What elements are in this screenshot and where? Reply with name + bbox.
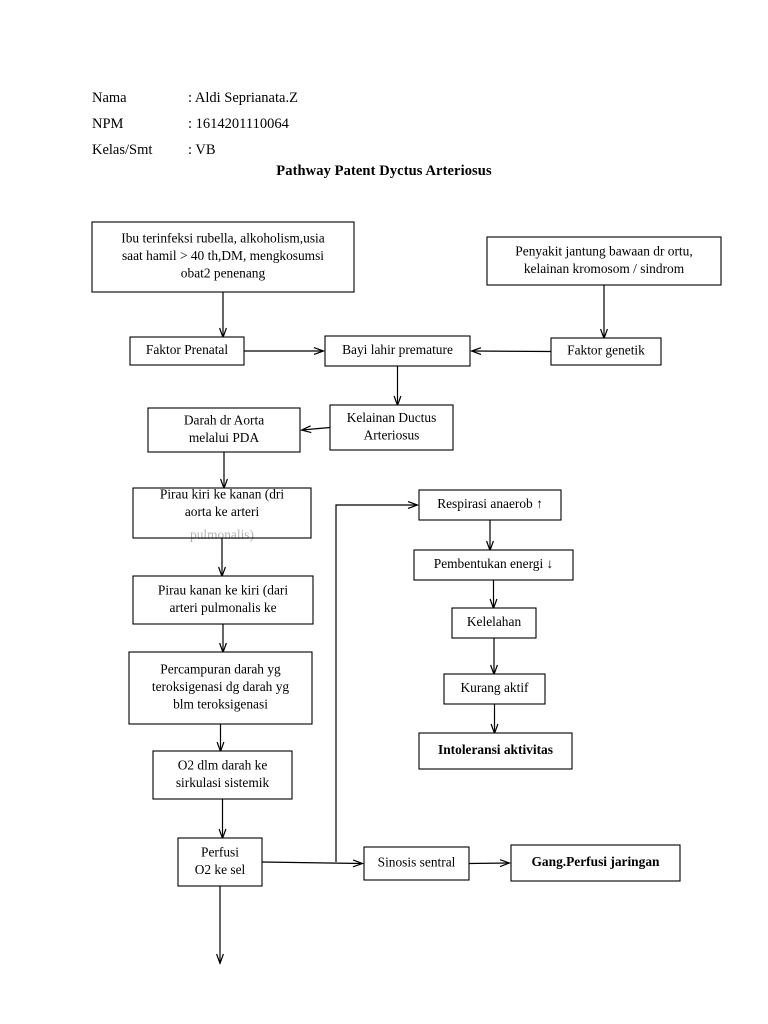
identity-row-npm: NPM : 1614201110064 <box>92 111 522 137</box>
node-label-line: Sinosis sentral <box>378 855 456 870</box>
identity-label-nama: Nama <box>92 90 127 106</box>
identity-value-npm: : 1614201110064 <box>188 116 289 132</box>
flow-node-gangperfusi: Gang.Perfusi jaringan <box>510 844 681 882</box>
node-label-line: Pirau kiri ke kanan (dri <box>160 487 284 502</box>
node-label-line: Pembentukan energi ↓ <box>434 556 554 571</box>
edge-kelainan-darah <box>302 428 331 431</box>
node-label-line: blm teroksigenasi <box>173 697 268 712</box>
node-label-line: sirkulasi sistemik <box>176 775 270 790</box>
node-label-line: arteri pulmonalis ke <box>169 600 276 615</box>
flow-node-piraukiri: Pirau kiri ke kanan (dri aorta ke arteri p… <box>132 487 312 542</box>
node-box <box>132 487 312 539</box>
node-box <box>177 837 263 887</box>
flow-node-darah: Darah dr Aorta melalui PDA <box>147 407 301 453</box>
node-box <box>510 844 681 882</box>
node-label-line: Kurang aktif <box>460 680 529 695</box>
flow-node-penyakit: Penyakit jantung bawaan dr ortu, kelainan… <box>486 236 722 286</box>
node-box <box>486 236 722 286</box>
node-box <box>152 750 293 800</box>
flow-node-piraukanan: Pirau kanan ke kiri (dari arteri pulmonal… <box>132 575 314 625</box>
node-box <box>147 407 301 453</box>
node-label-line: Arteriosus <box>364 427 420 442</box>
identity-block: Nama : Aldi Seprianata.Z NPM : 161420111… <box>92 85 522 163</box>
node-box <box>418 489 562 521</box>
node-label-line: kelainan kromosom / sindrom <box>524 261 685 276</box>
edge-perfusi-respirasi <box>335 505 417 862</box>
node-box <box>418 732 573 770</box>
node-label-line: Gang.Perfusi jaringan <box>532 854 661 869</box>
flow-node-ibu: Ibu terinfeksi rubella, alkoholism,usia s… <box>91 221 355 293</box>
node-label-line: pulmonalis) <box>190 527 254 542</box>
node-label-line: Faktor genetik <box>567 343 645 358</box>
node-label-line: Respirasi anaerob ↑ <box>437 496 543 511</box>
node-label-line: Percampuran darah yg <box>160 662 281 677</box>
node-label-line: Ibu terinfeksi rubella, alkoholism,usia <box>121 231 324 246</box>
edge-sinosis-gangperfusi <box>468 863 509 864</box>
flow-node-percampuran: Percampuran darah yg teroksigenasi dg dar… <box>128 651 313 725</box>
flow-node-o2sirkulasi: O2 dlm darah ke sirkulasi sistemik <box>152 750 293 800</box>
node-label-line: Bayi lahir premature <box>342 342 453 357</box>
edge-layer <box>220 285 604 963</box>
node-layer: Ibu terinfeksi rubella, alkoholism,usia s… <box>91 221 722 887</box>
node-label-line: Intoleransi aktivitas <box>438 742 553 757</box>
edge-perfusi-sinosis <box>261 862 362 864</box>
node-label-line: O2 ke sel <box>195 862 246 877</box>
node-box <box>128 651 313 725</box>
page-title: Pathway Patent Dyctus Arteriosus <box>276 163 492 179</box>
node-box <box>91 221 355 293</box>
flow-node-bayi: Bayi lahir premature <box>324 335 471 367</box>
node-box <box>451 607 537 639</box>
flow-node-prenatal: Faktor Prenatal <box>129 336 245 366</box>
flow-node-sinosis: Sinosis sentral <box>363 846 470 881</box>
identity-label-kelas: Kelas/Smt <box>92 142 153 158</box>
flow-node-genetik: Faktor genetik <box>550 337 662 366</box>
edge-genetik-bayi <box>472 351 552 352</box>
identity-row-nama: Nama : Aldi Seprianata.Z <box>92 85 522 111</box>
node-box <box>443 673 546 705</box>
flow-node-respirasi: Respirasi anaerob ↑ <box>418 489 562 521</box>
node-label-line: Darah dr Aorta <box>184 412 264 427</box>
flow-node-perfusi: Perfusi O2 ke sel <box>177 837 263 887</box>
node-label-line: melalui PDA <box>189 430 260 445</box>
identity-label-npm: NPM <box>92 116 124 132</box>
node-label-line: Kelainan Ductus <box>347 410 437 425</box>
node-box <box>324 335 471 367</box>
node-label-line: Faktor Prenatal <box>146 342 228 357</box>
node-label-line: teroksigenasi dg darah yg <box>152 679 290 694</box>
node-label-line: Penyakit jantung bawaan dr ortu, <box>515 243 692 258</box>
node-label-line: Perfusi <box>201 844 239 859</box>
node-label-line: Kelelahan <box>467 614 522 629</box>
node-box <box>413 549 574 581</box>
node-label-line: obat2 penenang <box>181 266 266 281</box>
identity-value-nama: : Aldi Seprianata.Z <box>188 90 298 106</box>
node-box <box>129 336 245 366</box>
identity-row-kelas: Kelas/Smt : VB <box>92 137 522 163</box>
node-label-line: saat hamil > 40 th,DM, mengkosumsi <box>122 248 324 263</box>
node-label-line: aorta ke arteri <box>185 504 260 519</box>
node-box <box>329 404 454 451</box>
node-label-line: Pirau kanan ke kiri (dari <box>158 582 288 597</box>
flow-node-pembentukan: Pembentukan energi ↓ <box>413 549 574 581</box>
flow-node-kurangaktif: Kurang aktif <box>443 673 546 705</box>
node-box <box>550 337 662 366</box>
flow-node-intoleransi: Intoleransi aktivitas <box>418 732 573 770</box>
node-label-line: O2 dlm darah ke <box>178 757 268 772</box>
flow-node-kelelahan: Kelelahan <box>451 607 537 639</box>
identity-value-kelas: : VB <box>188 142 216 158</box>
node-box <box>132 575 314 625</box>
node-box <box>363 846 470 881</box>
